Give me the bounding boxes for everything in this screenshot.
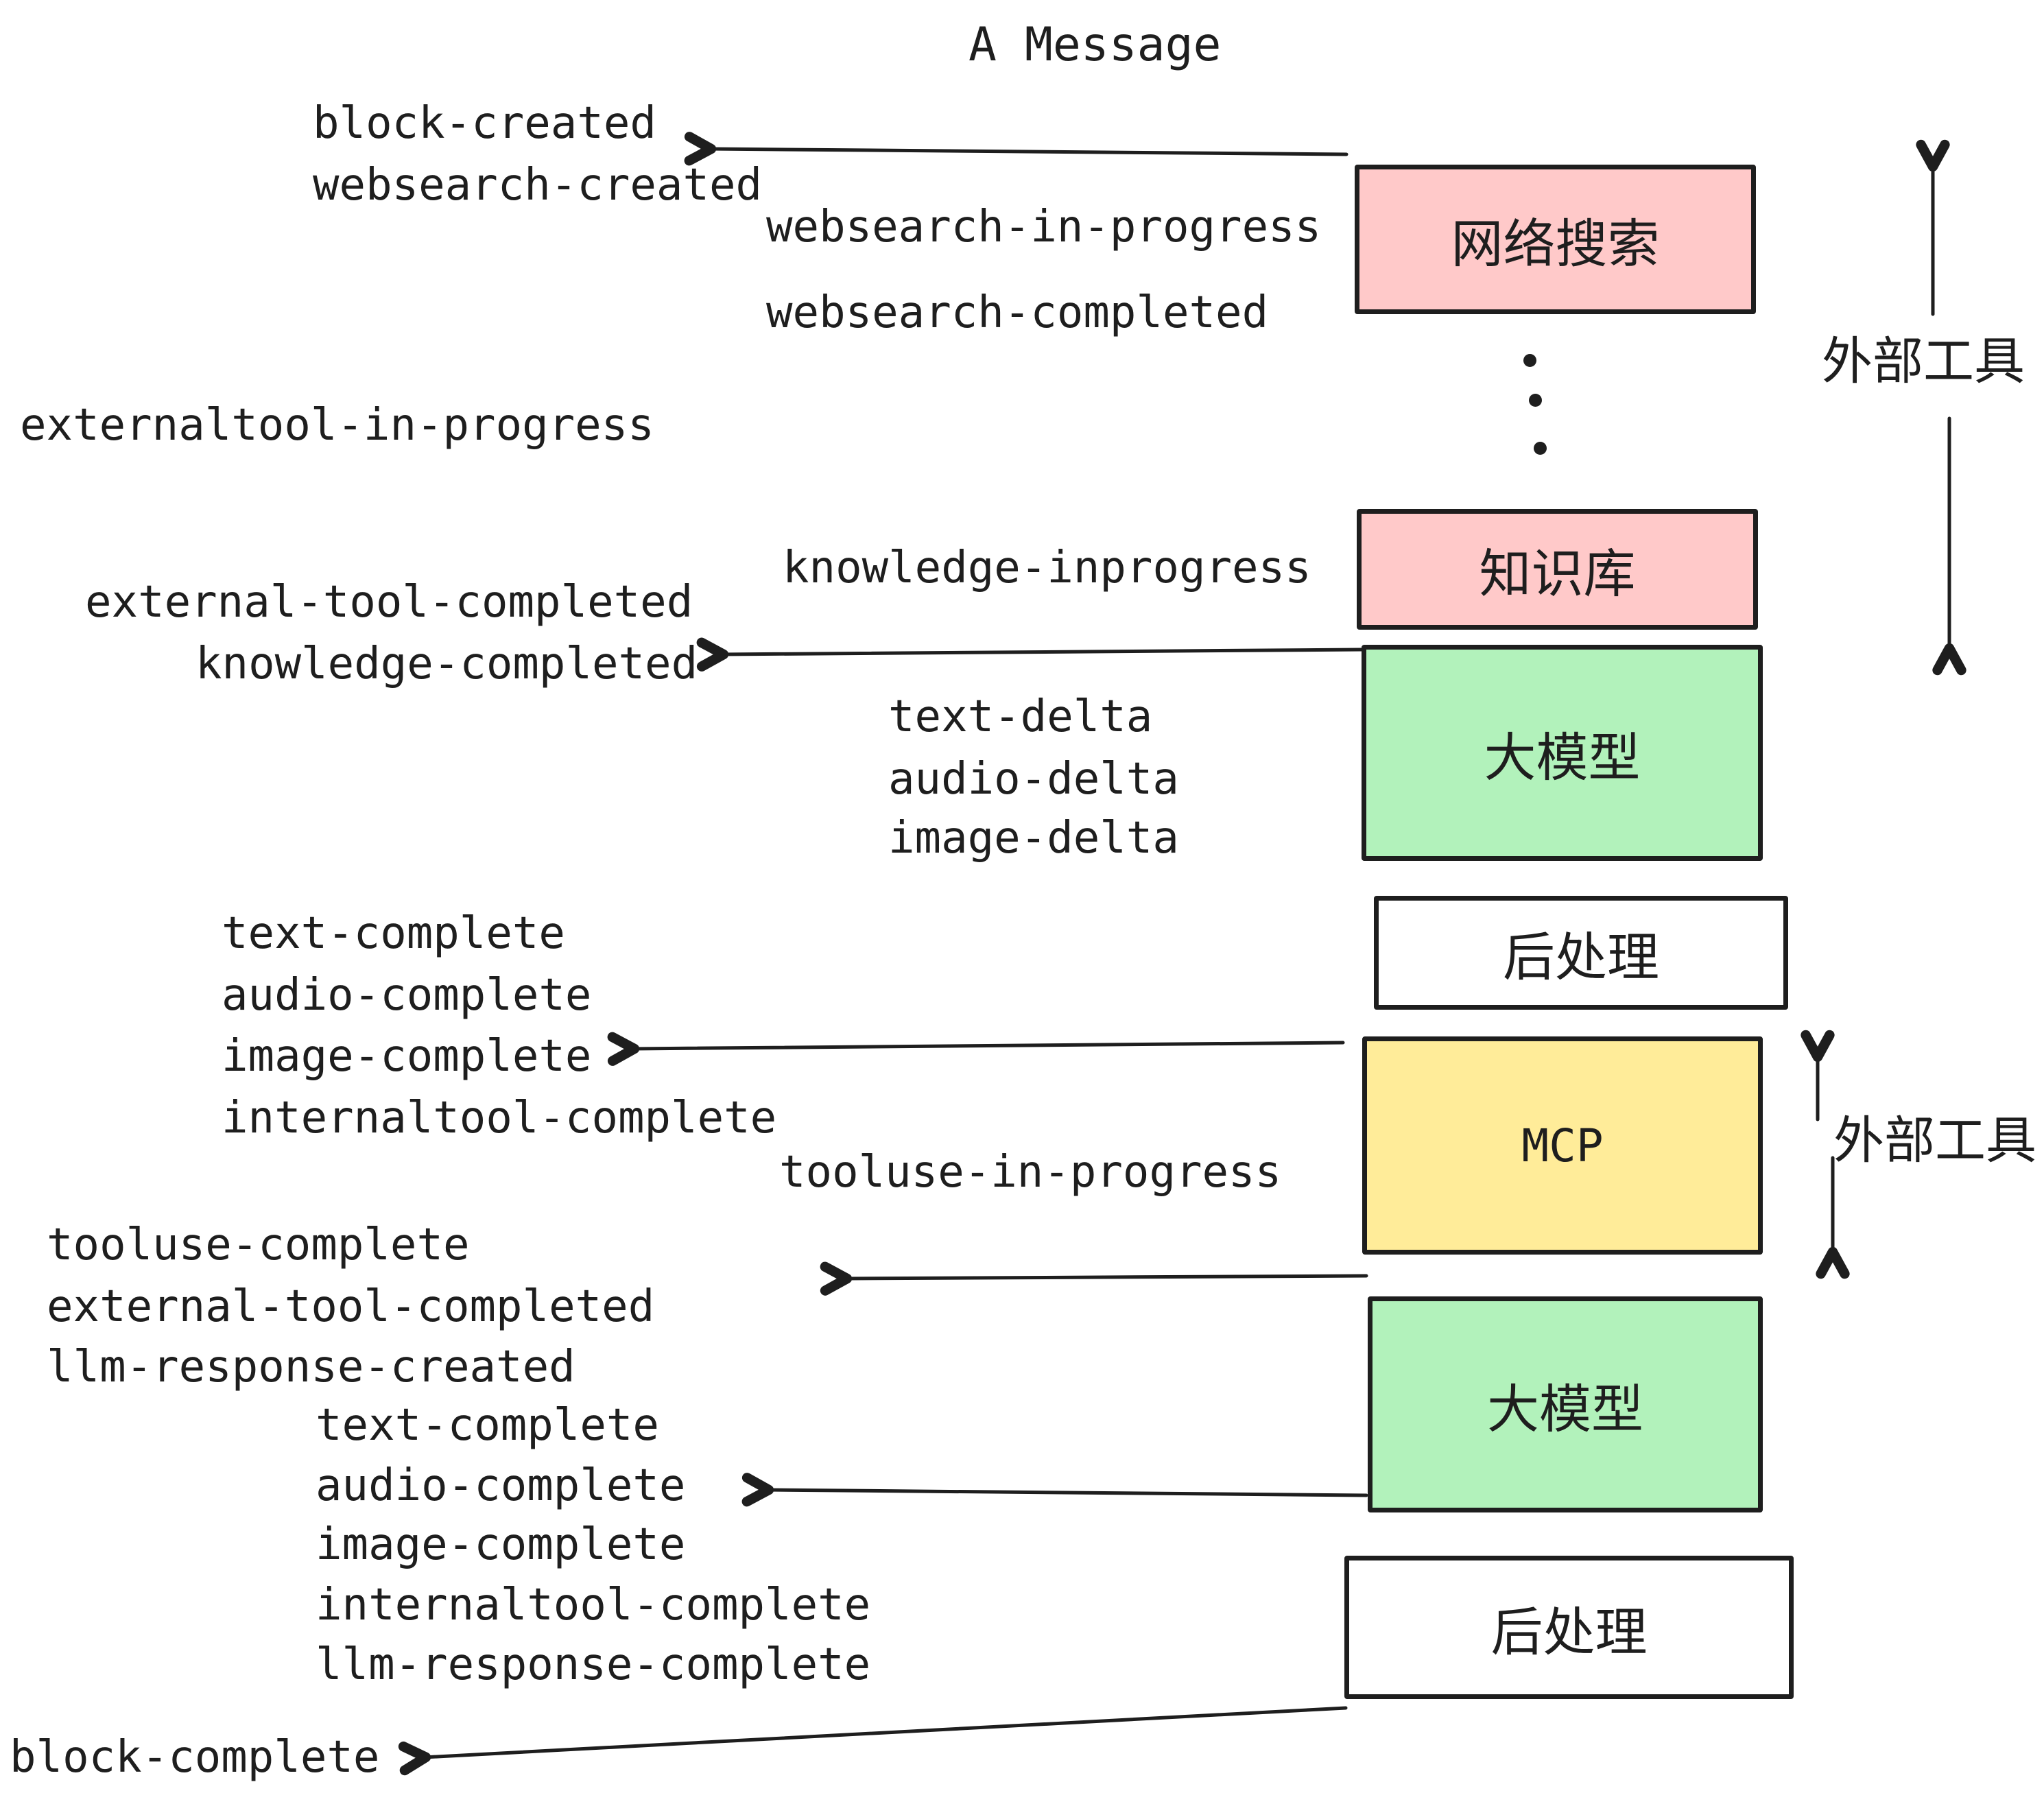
event-tooluse-complete: tooluse-complete [47,1220,470,1270]
box-postprocess-1: 后处理 [1374,896,1788,1010]
box-knowledge-label: 知识库 [1479,545,1636,604]
event-audio-complete-2: audio-complete [316,1460,686,1511]
event-image-complete-2: image-complete [316,1519,686,1570]
box-mcp-label: MCP [1521,1119,1604,1172]
event-llm-response-complete: llm-response-complete [316,1639,871,1690]
arrow-websearch-to-events [684,132,1348,166]
event-internaltool-complete-2: internaltool-complete [316,1580,871,1630]
ellipsis-dot-icon [1523,354,1536,367]
side-label-external-tools-bottom: 外部工具 [1833,1112,2036,1169]
event-block-created: block-created [313,98,656,149]
box-llm-2-label: 大模型 [1487,1380,1643,1439]
ellipsis-dot-icon [1534,442,1547,455]
box-knowledge: 知识库 [1357,509,1758,630]
event-tooluse-in-progress: tooluse-in-progress [779,1147,1282,1198]
box-llm-1: 大模型 [1362,645,1763,861]
event-websearch-in-progress: websearch-in-progress [766,202,1322,252]
event-text-complete-2: text-complete [316,1400,659,1451]
event-block-complete: block-complete [10,1732,380,1783]
box-websearch: 网络搜索 [1355,165,1756,314]
event-image-delta: image-delta [888,813,1179,864]
event-knowledge-completed: knowledge-completed [195,639,698,689]
box-postprocess-2-label: 后处理 [1490,1603,1648,1662]
event-external-tool-completed-2: external-tool-completed [47,1281,655,1332]
event-websearch-completed: websearch-completed [766,287,1269,338]
arrow-postprocess-to-events [607,1032,1345,1066]
arrow-llm2-to-events [741,1473,1368,1507]
event-image-complete: image-complete [222,1031,592,1082]
event-external-tool-completed: external-tool-completed [85,577,693,628]
arrow-mcp-to-events [820,1261,1368,1296]
event-internaltool-complete: internaltool-complete [222,1093,777,1143]
event-audio-complete: audio-complete [222,970,592,1021]
box-websearch-label: 网络搜索 [1451,215,1660,274]
arrow-block-complete [398,1706,1348,1776]
event-audio-delta: audio-delta [888,754,1179,805]
event-text-complete: text-complete [222,908,565,959]
page-title: A Message [968,18,1222,72]
box-postprocess-1-label: 后处理 [1503,929,1659,987]
ellipsis-dot-icon [1529,394,1542,407]
event-knowledge-inprogress: knowledge-inprogress [783,543,1311,593]
box-llm-1-label: 大模型 [1484,728,1641,787]
event-externaltool-in-progress: externaltool-in-progress [20,400,654,451]
box-postprocess-2: 后处理 [1344,1556,1794,1699]
box-llm-2: 大模型 [1368,1296,1763,1512]
arrow-knowledge-to-events [696,637,1364,672]
event-websearch-created: websearch-created [313,160,763,211]
side-label-external-tools-top: 外部工具 [1822,333,2025,390]
event-text-delta: text-delta [888,691,1153,742]
box-mcp: MCP [1362,1036,1763,1255]
event-llm-response-created: llm-response-created [47,1342,575,1392]
